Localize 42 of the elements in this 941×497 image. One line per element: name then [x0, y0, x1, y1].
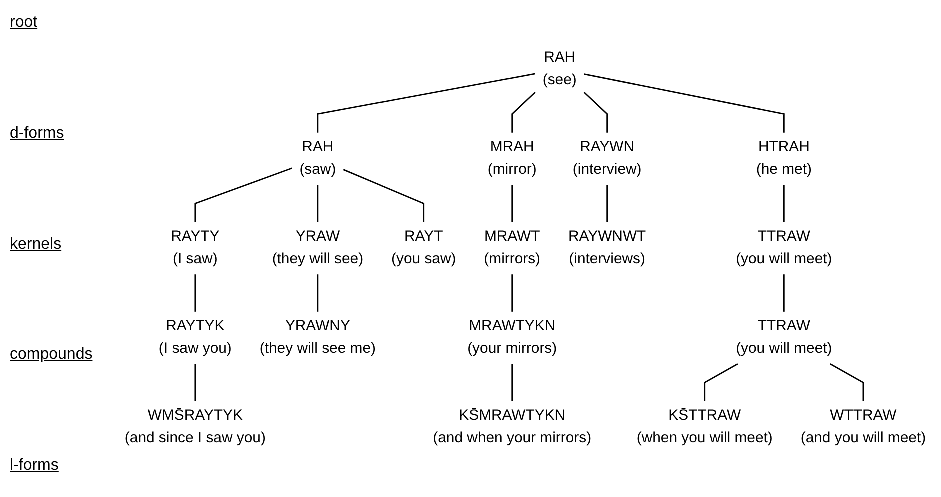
node-text: RAH (see)	[542, 50, 577, 88]
node-text: TTRAW (you will meet)	[736, 318, 832, 357]
connector	[584, 74, 785, 133]
connector	[194, 168, 292, 222]
node-text: YRAWNY (they will see me)	[260, 318, 376, 357]
connector	[512, 92, 536, 133]
connector	[194, 364, 196, 402]
connector	[783, 274, 785, 312]
connector	[317, 73, 536, 133]
node-text: WMS̄RAYTYK (and since I saw you)	[124, 408, 266, 446]
node-text: RAYWN (interview)	[572, 139, 642, 178]
row-label: root	[10, 14, 38, 32]
node-text: MRAWTYKN (your mirrors)	[468, 318, 558, 357]
connector	[512, 274, 514, 312]
connector	[343, 169, 425, 222]
connector	[512, 364, 514, 402]
row-label: d-forms	[10, 124, 64, 143]
node-text: TTRAW (you will meet)	[736, 228, 832, 268]
row-label: kernels	[10, 236, 62, 254]
node-text: YRAW (they will see)	[272, 228, 364, 268]
node-text: RAH (saw)	[300, 139, 336, 178]
connector	[584, 92, 608, 133]
node-text: WTTRAW (and you will meet)	[800, 408, 926, 446]
node-text: KS̄MRAWTYKN (and when your mirrors)	[433, 408, 592, 446]
node-text: RAYWNWT (interviews)	[568, 228, 646, 268]
connector	[606, 185, 608, 222]
row-label: compounds	[10, 346, 93, 364]
connector	[317, 274, 319, 312]
connector	[512, 185, 514, 222]
node-text: KS̄TTRAW (when you will meet)	[636, 408, 773, 446]
connector	[317, 185, 319, 222]
node-text: MRAWT (mirrors)	[484, 228, 541, 268]
node-text: HTRAH (he met)	[756, 139, 812, 178]
row-label: l-forms	[10, 457, 59, 475]
node-text: RAYT (you saw)	[392, 228, 456, 268]
connector	[194, 274, 196, 312]
connector	[783, 185, 785, 222]
node-text: RAYTYK (I saw you)	[158, 318, 232, 357]
node-text: MRAH (mirror)	[488, 139, 537, 178]
connector	[704, 364, 738, 402]
connector	[830, 364, 864, 402]
node-text: RAYTY (I saw)	[171, 228, 220, 268]
